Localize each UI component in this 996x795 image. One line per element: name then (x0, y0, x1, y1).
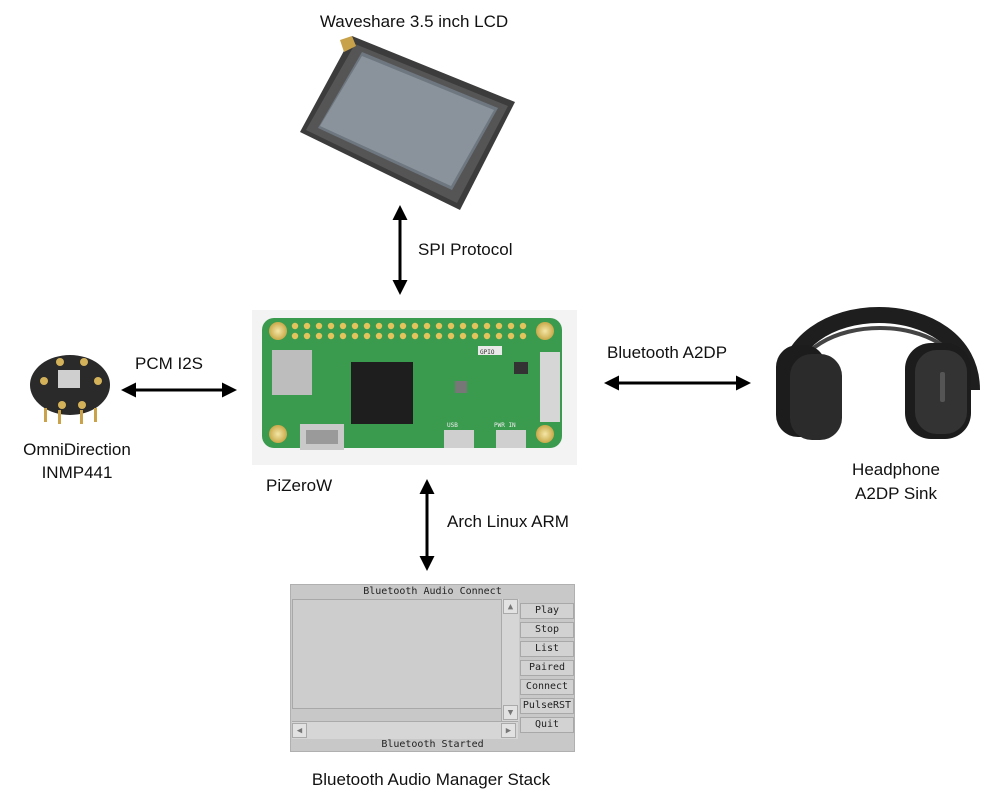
app-title: Bluetooth Audio Connect (363, 586, 502, 597)
gpio-pin (339, 332, 347, 340)
gpio-pin (435, 322, 443, 330)
gpio-pin (483, 332, 491, 340)
spi-label: SPI Protocol (418, 240, 513, 259)
horizontal-scrollbar[interactable]: ◀ ▶ (292, 721, 518, 739)
quit-button[interactable]: Quit (520, 717, 574, 733)
gpio-pin (399, 332, 407, 340)
mic-label-line1: OmniDirection (23, 440, 131, 459)
os-label: Arch Linux ARM (447, 512, 569, 531)
bluetooth-app-window: Bluetooth Audio Connect ▲ ▼ ◀ ▶ Play Sto… (290, 584, 575, 752)
gpio-pin (303, 332, 311, 340)
board-label: PiZeroW (266, 476, 333, 495)
gpio-pin (375, 332, 383, 340)
gpio-pin (315, 332, 323, 340)
board-pwr-text: PWR IN (494, 422, 516, 429)
gpio-pin (375, 322, 383, 330)
gpio-pin (327, 332, 335, 340)
pulse-reset-button[interactable]: PulseRST (520, 698, 574, 714)
gpio-pin (483, 322, 491, 330)
headphone-label-line1: Headphone (852, 460, 940, 479)
headphone-label-line2: A2DP Sink (855, 484, 937, 503)
lcd-image (300, 36, 515, 210)
microphone-image (30, 355, 110, 424)
gpio-pin (459, 322, 467, 330)
mic-label-line2: INMP441 (41, 463, 113, 482)
gpio-pin (303, 322, 311, 330)
gpio-pin (447, 332, 455, 340)
gpio-pin (411, 322, 419, 330)
vertical-scrollbar[interactable]: ▲ ▼ (501, 599, 519, 721)
stack-caption: Bluetooth Audio Manager Stack (311, 770, 551, 789)
gpio-pin (423, 322, 431, 330)
gpio-pin (423, 332, 431, 340)
scroll-down-icon[interactable]: ▼ (503, 705, 518, 720)
device-list[interactable] (292, 599, 503, 709)
gpio-pin (387, 322, 395, 330)
gpio-pin (291, 332, 299, 340)
list-button[interactable]: List (520, 641, 574, 657)
connect-button[interactable]: Connect (520, 679, 574, 695)
play-button[interactable]: Play (520, 603, 574, 619)
gpio-pin (471, 332, 479, 340)
gpio-pin (411, 332, 419, 340)
gpio-pin (399, 322, 407, 330)
gpio-pin (315, 322, 323, 330)
gpio-pin (507, 322, 515, 330)
gpio-pin (519, 332, 527, 340)
gpio-pin (495, 332, 503, 340)
lcd-title: Waveshare 3.5 inch LCD (319, 12, 509, 31)
gpio-pin (459, 332, 467, 340)
scroll-up-icon[interactable]: ▲ (503, 599, 518, 614)
i2s-label: PCM I2S (135, 354, 204, 373)
status-bar: Bluetooth Started (381, 739, 484, 750)
pizero-board-image (252, 310, 577, 465)
a2dp-label: Bluetooth A2DP (607, 343, 728, 362)
gpio-pin (363, 332, 371, 340)
board-usb-text: USB (447, 422, 458, 429)
gpio-pin (507, 332, 515, 340)
scroll-right-icon[interactable]: ▶ (501, 723, 516, 738)
paired-button[interactable]: Paired (520, 660, 574, 676)
gpio-pin (351, 322, 359, 330)
scroll-left-icon[interactable]: ◀ (292, 723, 307, 738)
stop-button[interactable]: Stop (520, 622, 574, 638)
gpio-pin (519, 322, 527, 330)
gpio-pin (351, 332, 359, 340)
gpio-pin (363, 322, 371, 330)
gpio-pin (291, 322, 299, 330)
headphone-image (776, 307, 980, 440)
gpio-pin (339, 322, 347, 330)
board-gpio-text: GPIO (480, 349, 495, 356)
gpio-pin (447, 322, 455, 330)
gpio-pin (387, 332, 395, 340)
gpio-pin (435, 332, 443, 340)
gpio-pin (471, 322, 479, 330)
gpio-pin (495, 322, 503, 330)
gpio-pin (327, 322, 335, 330)
